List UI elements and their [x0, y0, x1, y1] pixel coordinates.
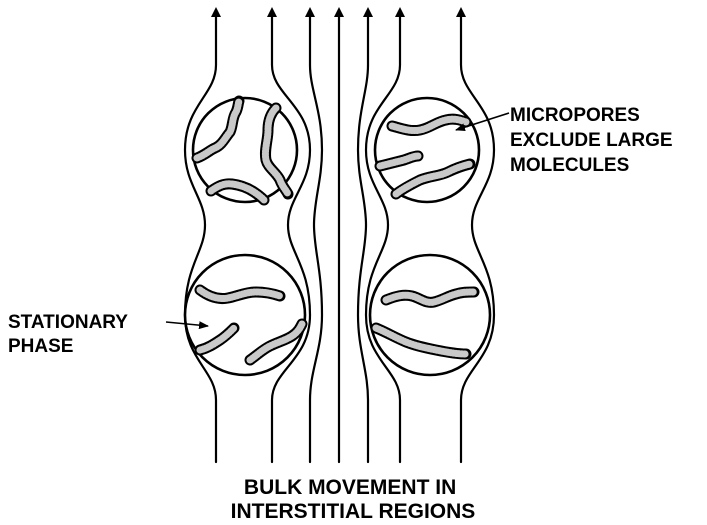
flow-lines [185, 12, 494, 462]
flow-line-3 [310, 12, 322, 462]
flow-line-6 [366, 12, 400, 462]
caption: BULK MOVEMENT IN INTERSTITIAL REGIONS [231, 476, 476, 523]
micropores-label: MICROPORES EXCLUDE LARGE MOLECULES [510, 105, 678, 176]
bead-top-left [193, 98, 297, 202]
flow-line-7 [461, 12, 494, 462]
bead-bottom-right [370, 255, 490, 375]
flow-line-5 [358, 12, 368, 462]
flow-line-2 [272, 12, 310, 462]
bead-bottom-left [185, 255, 305, 375]
bead-top-right [375, 98, 479, 202]
stationary-phase-label: STATIONARY PHASE [8, 312, 133, 357]
flow-line-1 [185, 12, 216, 462]
